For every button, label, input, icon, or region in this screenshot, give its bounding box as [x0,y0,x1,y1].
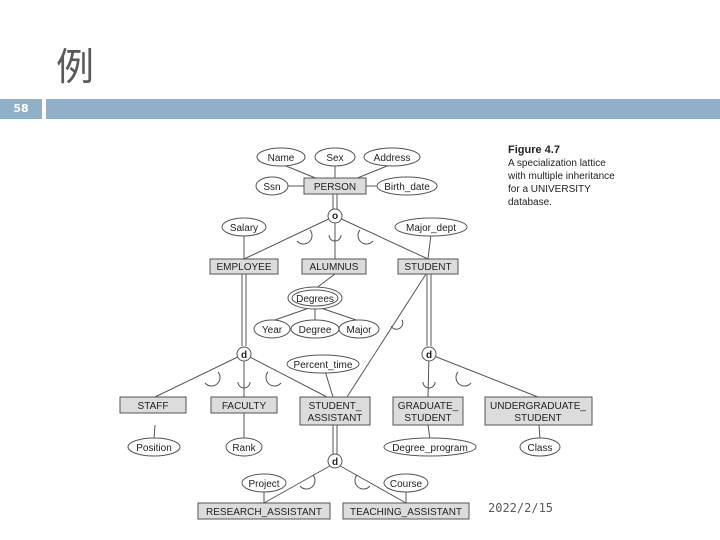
entity-student [397,258,459,275]
label-alumnus: ALUMNUS [310,262,359,273]
label-degrees: Degrees [296,294,334,305]
entity-student-assistant [299,396,371,426]
label-ssn: Ssn [263,182,280,193]
overlap-circle [327,208,343,224]
symbol-overlap: o [332,211,338,222]
attr-year [253,319,291,339]
entity-teaching-assistant [342,502,470,520]
attr-birth-date [376,176,438,196]
label-person: PERSON [314,182,356,193]
entity-alumnus [301,258,367,275]
entity-faculty [210,396,278,414]
attr-degrees-inner [291,289,339,307]
label-rank: Rank [232,443,256,454]
attr-address [363,147,421,167]
symbol-disjoint-assistant: d [332,457,338,468]
label-address: Address [374,153,411,164]
attr-salary [221,217,267,237]
figure-label: Figure 4.7 [508,144,560,156]
symbol-disjoint-employee: d [241,350,247,361]
attr-class [519,437,561,457]
label-undergraduate-student-2: STUDENT [514,413,561,424]
entity-undergraduate-student [484,396,593,426]
label-project: Project [248,479,279,490]
label-undergraduate-student-1: UNDERGRADUATE_ [490,401,586,412]
attr-project [241,473,287,493]
attr-ssn [255,176,289,196]
label-sex: Sex [326,153,343,164]
label-teaching-assistant: TEACHING_ASSISTANT [350,507,462,518]
slide-number: 58 [13,102,29,115]
attr-sex [314,147,356,167]
entity-staff [119,396,187,414]
entity-research-assistant [197,502,331,520]
label-degree-program: Degree_program [392,443,468,454]
label-course: Course [390,479,423,490]
label-graduate-student-2: STUDENT [404,413,451,424]
attr-rank [225,437,263,457]
slide-number-bar [0,99,42,119]
attr-name [256,147,306,167]
label-research-assistant: RESEARCH_ASSISTANT [206,507,322,518]
attr-major [338,319,380,339]
entity-person [303,177,367,195]
label-major: Major [346,325,372,336]
label-student-assistant-1: STUDENT_ [309,401,362,412]
label-birth-date: Birth_date [384,182,430,193]
label-major-dept: Major_dept [406,223,456,234]
label-salary: Salary [230,223,258,234]
slide-date: 2022/2/15 [488,501,554,515]
disjoint-circle-employee [236,346,252,362]
label-percent-time: Percent_time [294,360,353,371]
disjoint-circle-student [421,346,437,362]
figure-caption-text: A specialization lattice with multiple i… [508,158,615,208]
label-graduate-student-1: GRADUATE_ [398,401,459,412]
label-staff: STAFF [138,401,169,412]
label-student-assistant-2: ASSISTANT [308,413,363,424]
entity-graduate-student [392,396,464,426]
attr-major-dept [394,217,468,237]
label-class: Class [527,443,552,454]
label-student: STUDENT [404,262,451,273]
disjoint-circle-assistant [327,453,343,469]
label-degree: Degree [299,325,332,336]
label-name: Name [268,153,295,164]
slide-title: 例 [56,45,95,89]
attr-degree-program [383,437,477,457]
label-year: Year [262,325,283,336]
attr-course [383,473,429,493]
attr-position [127,437,181,457]
entity-employee [209,258,279,275]
figure-caption: Figure 4.7 A specialization lattice with… [508,144,638,209]
label-faculty: FACULTY [222,401,267,412]
symbol-disjoint-student: d [426,350,432,361]
attr-percent-time [286,354,360,374]
header-bar [46,99,720,119]
label-position: Position [136,443,172,454]
label-employee: EMPLOYEE [216,262,271,273]
